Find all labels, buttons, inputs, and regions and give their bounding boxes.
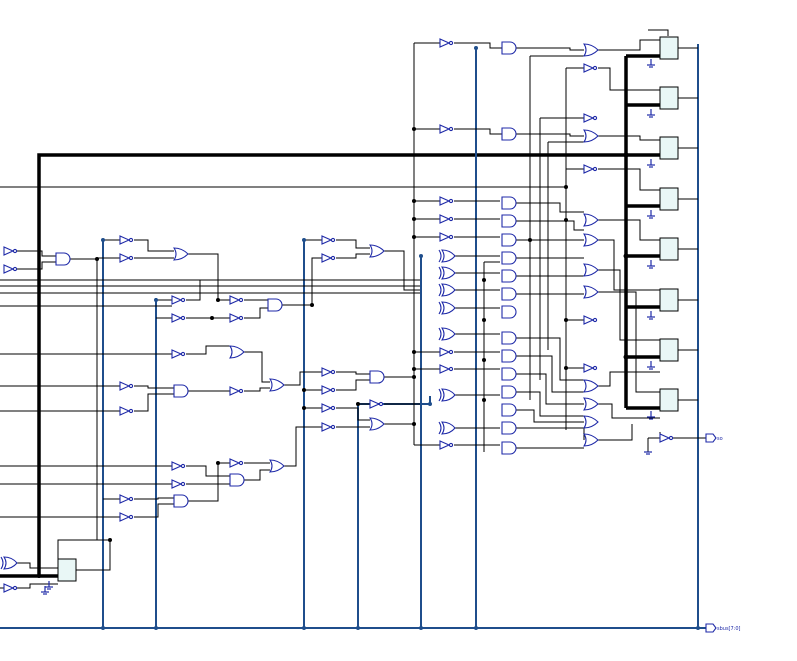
inverter-gates — [3, 38, 674, 593]
register-flipflops — [44, 36, 679, 590]
flipflop — [646, 388, 679, 420]
ground-icon — [41, 586, 49, 595]
output-port-sbus[interactable]: sbus[7:0] — [705, 623, 741, 633]
flipflop — [646, 237, 679, 269]
ground-icon — [644, 451, 652, 455]
clock-reset-rails — [0, 44, 706, 629]
port-arrow-icon — [705, 623, 717, 633]
output-port-so[interactable]: so — [705, 433, 723, 443]
port-label-sbus: sbus[7:0] — [717, 626, 741, 632]
flipflop — [646, 187, 679, 219]
xor-gates — [0, 249, 456, 570]
flipflop — [646, 288, 679, 320]
port-label-so: so — [717, 436, 723, 442]
signal-wires — [0, 29, 706, 589]
junctions — [37, 127, 629, 578]
flipflop — [646, 338, 679, 370]
flipflop — [646, 136, 679, 168]
rail-junctions — [101, 46, 700, 630]
main-bus — [0, 54, 660, 578]
flipflop — [646, 36, 679, 68]
flipflop — [646, 86, 679, 118]
port-arrow-icon — [705, 433, 717, 443]
